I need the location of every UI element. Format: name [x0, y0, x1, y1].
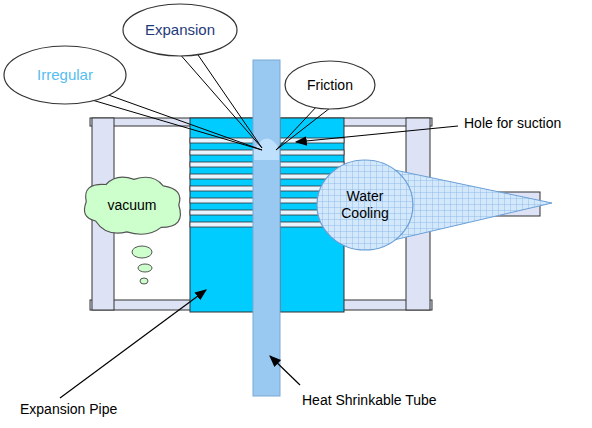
callout-ellipse: Irregular	[3, 45, 127, 105]
callout-tails	[92, 52, 330, 150]
callout-text: Friction	[307, 77, 353, 94]
callout-ellipse: Friction	[284, 60, 376, 110]
heat-shrinkable-tube	[253, 60, 280, 396]
callout-ellipse: Expansion	[122, 3, 238, 57]
leader-lines	[60, 126, 458, 398]
bubbles	[132, 246, 152, 284]
part-label: Heat Shrinkable Tube	[300, 392, 439, 408]
part-label: Expansion Pipe	[18, 401, 119, 417]
vacuum-cloud: vacuum	[80, 173, 184, 237]
callout-text: vacuum	[107, 197, 156, 214]
part-label: Hole for suction	[462, 115, 563, 131]
callout-text: Expansion	[145, 21, 215, 39]
callout-text: Water Cooling	[334, 188, 396, 222]
callout-text: Irregular	[37, 66, 93, 84]
cooling-circle: Water Cooling	[316, 159, 414, 251]
